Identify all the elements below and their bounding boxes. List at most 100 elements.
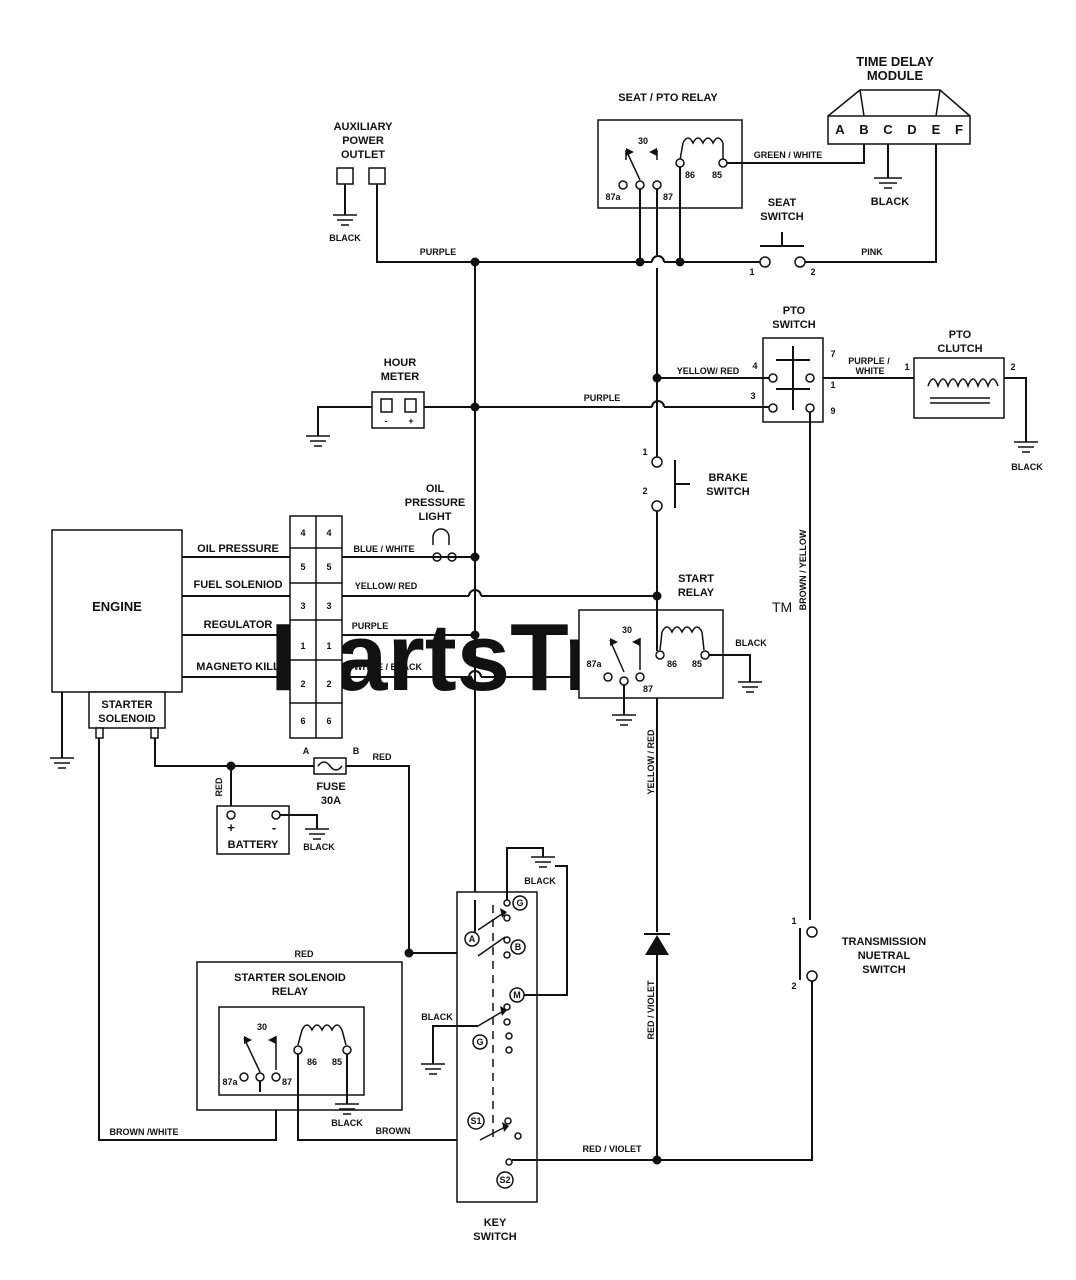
transmission-neutral-switch: 1 2 TRANSMISSION NUETRAL SWITCH [652, 916, 926, 1165]
battery-ground-label: BLACK [303, 842, 335, 852]
engine-connector: 4 4 5 5 3 3 1 1 2 2 6 6 [289, 515, 343, 739]
conn-l-5: 2 [300, 679, 305, 689]
seat-relay-pin-85: 85 [712, 170, 722, 180]
brake-switch: 1 2 BRAKE SWITCH [642, 382, 750, 594]
oil-pressure-light: OIL PRESSURE LIGHT [405, 483, 466, 562]
seat-relay-pin-86: 86 [685, 170, 695, 180]
fuse-title-1: FUSE [316, 781, 345, 793]
seat-relay-pin-87: 87 [663, 192, 673, 202]
conn-l-2: 5 [300, 562, 305, 572]
battery-plus: + [227, 820, 235, 835]
ssr-title-1: STARTER SOLENOID [234, 972, 346, 984]
trans-title-1: TRANSMISSION [842, 936, 926, 948]
pink-wire-label: PINK [861, 247, 883, 257]
aux-title-2: POWER [342, 135, 384, 147]
ssr-pin-87: 87 [282, 1077, 292, 1087]
ssr-ground-label: BLACK [331, 1118, 363, 1128]
brake-pin-2: 2 [642, 486, 647, 496]
engine-wire-magneto-kill: MAGNETO KILL [196, 661, 280, 673]
tdm-pin-a: A [835, 122, 845, 137]
green-white-wire-label: GREEN / WHITE [754, 150, 823, 160]
battery-label: BATTERY [228, 839, 279, 851]
red-violet-vert-label: RED / VIOLET [646, 980, 656, 1040]
key-terminal-m: M [513, 990, 521, 1000]
key-terminal-s2: S2 [499, 1175, 510, 1185]
pto-clutch: PTO CLUTCH 1 2 BLACK [904, 329, 1043, 472]
conn-l-6: 6 [300, 716, 305, 726]
brown-label: BROWN [376, 1126, 411, 1136]
seat-switch-title-1: SEAT [768, 197, 797, 209]
seat-switch-title-2: SWITCH [760, 211, 803, 223]
key-terminal-a: A [469, 934, 476, 944]
time-delay-module-subtitle: MODULE [867, 68, 924, 83]
start-relay-pin-87: 87 [643, 684, 653, 694]
ssr-pin-85: 85 [332, 1057, 342, 1067]
trans-pin-1: 1 [791, 916, 796, 926]
conn-r-5: 2 [326, 679, 331, 689]
tdm-pin-e: E [932, 122, 941, 137]
fuse: A B FUSE 30A RED [154, 738, 410, 953]
conn-l-1: 4 [300, 528, 305, 538]
hour-meter-minus: - [385, 416, 388, 426]
start-relay-pin-86: 86 [667, 659, 677, 669]
key-switch-title-1: KEY [484, 1217, 507, 1229]
key-terminal-b: B [515, 942, 522, 952]
starter-solenoid-title-2: SOLENOID [98, 713, 156, 725]
brown-yellow-label: BROWN / YELLOW [798, 529, 808, 610]
purple-white-label-2: WHITE [856, 366, 885, 376]
engine-wire-regulator: REGULATOR [204, 619, 273, 631]
brake-switch-title-2: SWITCH [706, 486, 749, 498]
tdm-ground-label: BLACK [871, 196, 910, 208]
engine: ENGINE STARTER SOLENOID [50, 529, 183, 769]
key-terminal-g-top: G [516, 898, 523, 908]
pto-clutch-pin-2: 2 [1010, 362, 1015, 372]
key-ground-mid-label: BLACK [421, 1012, 453, 1022]
conn-l-3: 3 [300, 601, 305, 611]
pto-pin-3: 3 [750, 391, 755, 401]
conn-r-1: 4 [326, 528, 331, 538]
start-relay-title-2: RELAY [678, 587, 715, 599]
key-terminal-s1: S1 [470, 1116, 481, 1126]
white-black-label: WHITE / BLACK [354, 662, 422, 672]
start-relay-title-1: START [678, 573, 714, 585]
pto-clutch-title-1: PTO [949, 329, 972, 341]
key-switch: G BLACK A B M G BLACK [421, 847, 657, 1243]
pto-clutch-title-2: CLUTCH [937, 343, 982, 355]
pto-switch-title-1: PTO [783, 305, 806, 317]
ssr-pin-86: 86 [307, 1057, 317, 1067]
pto-switch: PTO SWITCH 7 4 1 3 9 [750, 305, 836, 423]
purple-top-label: PURPLE [420, 247, 457, 257]
blue-white-label: BLUE / WHITE [354, 544, 415, 554]
hour-meter-title-1: HOUR [384, 357, 416, 369]
engine-wire-oil-pressure: OIL PRESSURE [197, 543, 279, 555]
ssr-pin-30: 30 [257, 1022, 267, 1032]
seat-switch-pin-2: 2 [810, 267, 815, 277]
conn-r-6: 6 [326, 716, 331, 726]
hour-meter-title-2: METER [381, 371, 420, 383]
yellow-red-vert-label: YELLOW / RED [646, 729, 656, 795]
yellow-red-pto-label: YELLOW/ RED [677, 366, 740, 376]
fuse-b-label: B [353, 746, 360, 756]
engine-wire-fuel-solenoid: FUEL SOLENIOD [193, 579, 282, 591]
red-violet-key-label: RED / VIOLET [582, 1144, 642, 1154]
oil-light-title-2: PRESSURE [405, 497, 466, 509]
trans-title-3: SWITCH [862, 964, 905, 976]
time-delay-module: TIME DELAY MODULE A B C D E F BLACK [827, 54, 971, 208]
aux-title-3: OUTLET [341, 149, 385, 161]
start-relay-pin-85: 85 [692, 659, 702, 669]
tdm-pin-c: C [883, 122, 893, 137]
pto-clutch-pin-1: 1 [904, 362, 909, 372]
pto-pin-1: 1 [830, 380, 835, 390]
pto-pin-4: 4 [752, 361, 757, 371]
seat-switch-pin-1: 1 [749, 267, 754, 277]
oil-light-title-1: OIL [426, 483, 445, 495]
hour-meter-plus: + [408, 416, 413, 426]
red-fuse-label: RED [372, 752, 392, 762]
starter-solenoid-title-1: STARTER [101, 699, 152, 711]
hour-meter: HOUR METER - + [306, 357, 425, 447]
trans-pin-2: 2 [791, 981, 796, 991]
seat-pto-relay: SEAT / PTO RELAY 86 85 30 87a 87 GREEN /… [597, 92, 865, 209]
purple-reg-label: PURPLE [352, 621, 389, 631]
pto-pin-7: 7 [830, 349, 835, 359]
